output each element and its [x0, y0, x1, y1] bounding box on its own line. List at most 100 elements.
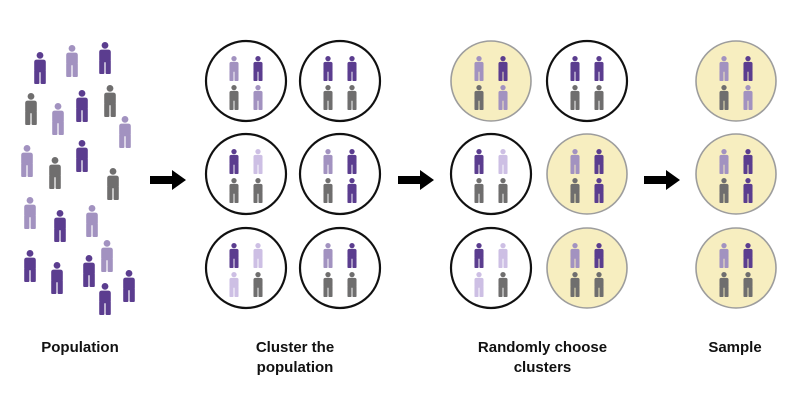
person-icon	[743, 85, 753, 110]
person-icon	[347, 272, 357, 297]
person-icon	[253, 243, 263, 268]
person-icon	[594, 85, 604, 110]
arrow-right-icon	[150, 170, 186, 190]
person-icon	[253, 85, 263, 110]
person-icon	[323, 243, 333, 268]
person-icon	[229, 178, 239, 203]
cluster-circle	[546, 227, 628, 309]
person-icon	[34, 52, 46, 84]
person-icon	[101, 240, 113, 272]
person-icon	[474, 272, 484, 297]
person-icon	[498, 56, 508, 81]
person-icon	[229, 243, 239, 268]
person-icon	[474, 243, 484, 268]
person-icon	[570, 149, 580, 174]
person-icon	[570, 56, 580, 81]
person-icon	[594, 272, 604, 297]
arrow-right-icon	[644, 170, 680, 190]
person-icon	[99, 42, 111, 74]
person-icon	[498, 243, 508, 268]
cluster-circle	[450, 40, 532, 122]
person-icon	[474, 85, 484, 110]
person-icon	[76, 90, 88, 122]
cluster-circle	[449, 226, 533, 310]
person-icon	[229, 149, 239, 174]
person-icon	[594, 243, 604, 268]
person-icon	[21, 145, 33, 177]
cluster-circle	[204, 39, 288, 123]
person-icon	[719, 149, 729, 174]
person-icon	[347, 178, 357, 203]
person-icon	[24, 197, 36, 229]
person-icon	[570, 243, 580, 268]
person-icon	[25, 93, 37, 125]
person-icon	[54, 210, 66, 242]
person-icon	[253, 149, 263, 174]
person-icon	[594, 149, 604, 174]
person-icon	[24, 250, 36, 282]
person-icon	[83, 255, 95, 287]
sample-column	[695, 40, 777, 309]
person-icon	[123, 270, 135, 302]
person-icon	[323, 149, 333, 174]
person-icon	[570, 85, 580, 110]
person-icon	[570, 178, 580, 203]
person-icon	[719, 272, 729, 297]
person-icon	[347, 85, 357, 110]
person-icon	[76, 140, 88, 172]
person-icon	[229, 56, 239, 81]
person-icon	[498, 149, 508, 174]
person-icon	[86, 205, 98, 237]
cluster-circle	[204, 132, 288, 216]
randomly-choose-clusters-label: Randomly choose clusters	[477, 339, 608, 376]
cluster-circle	[449, 132, 533, 216]
sample-label: Sample	[708, 339, 762, 356]
cluster-circle	[298, 226, 382, 310]
person-icon	[347, 56, 357, 81]
person-icon	[99, 283, 111, 315]
cluster-circle	[204, 226, 288, 310]
person-icon	[474, 149, 484, 174]
person-icon	[229, 272, 239, 297]
person-icon	[253, 178, 263, 203]
cluster-circle	[298, 132, 382, 216]
person-icon	[743, 56, 753, 81]
clustered-population-column	[204, 39, 382, 310]
person-icon	[49, 157, 61, 189]
person-icon	[104, 85, 116, 117]
cluster-circle	[695, 133, 777, 215]
person-icon	[347, 243, 357, 268]
person-icon	[52, 103, 64, 135]
person-icon	[119, 116, 131, 148]
person-icon	[347, 149, 357, 174]
person-icon	[323, 178, 333, 203]
person-icon	[323, 85, 333, 110]
person-icon	[743, 272, 753, 297]
person-icon	[229, 85, 239, 110]
person-icon	[498, 178, 508, 203]
person-icon	[594, 56, 604, 81]
cluster-circle	[298, 39, 382, 123]
population-label: Population	[41, 339, 119, 356]
person-icon	[719, 56, 729, 81]
cluster-the-population-label: Cluster the population	[255, 339, 335, 376]
person-icon	[719, 243, 729, 268]
cluster-circle	[546, 133, 628, 215]
process-arrows	[150, 170, 680, 190]
person-icon	[719, 85, 729, 110]
person-icon	[743, 149, 753, 174]
person-icon	[570, 272, 580, 297]
cluster-circle	[695, 227, 777, 309]
population-group	[21, 42, 135, 315]
person-icon	[323, 272, 333, 297]
person-icon	[323, 56, 333, 81]
person-icon	[498, 272, 508, 297]
person-icon	[743, 178, 753, 203]
person-icon	[594, 178, 604, 203]
person-icon	[498, 85, 508, 110]
cluster-circle	[545, 39, 629, 123]
person-icon	[66, 45, 78, 77]
cluster-circle	[695, 40, 777, 122]
person-icon	[474, 178, 484, 203]
